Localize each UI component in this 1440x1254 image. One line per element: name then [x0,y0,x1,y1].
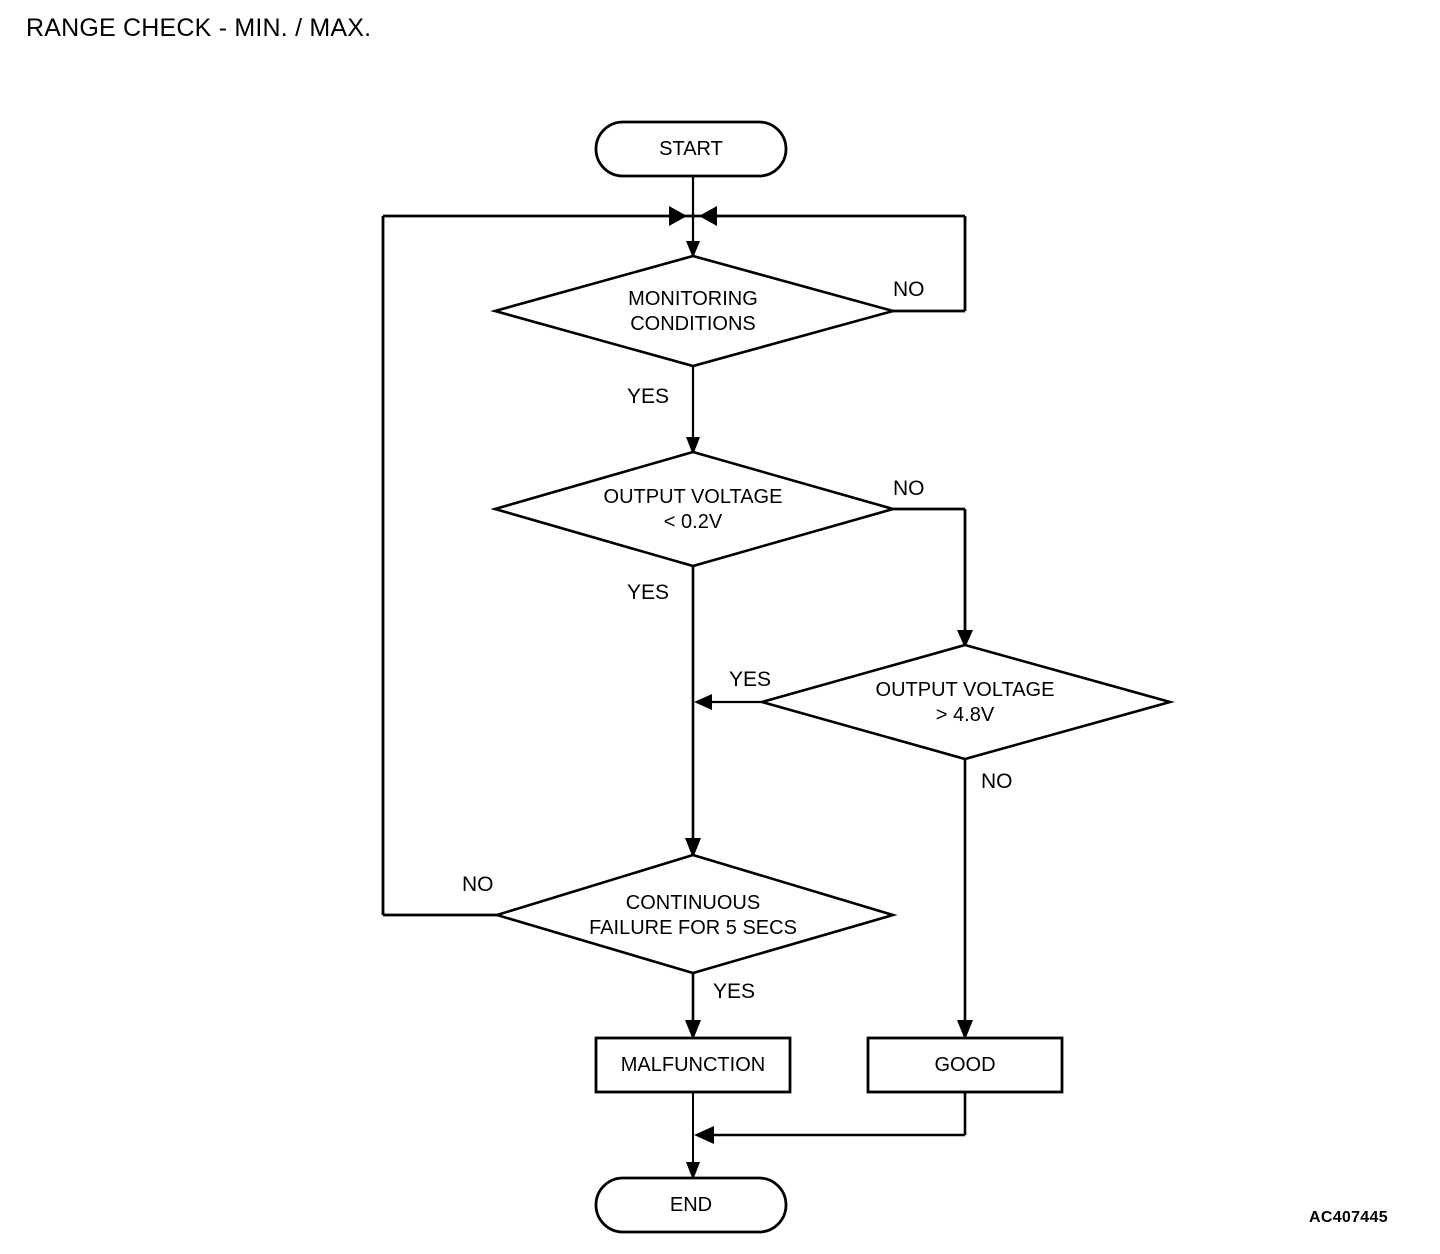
node-start[interactable] [596,122,786,176]
arrowhead-into-good [957,1020,973,1040]
edge-label-volt-low-no: NO [893,477,925,500]
edge-label-monitor-no: NO [893,278,925,301]
arrowhead-into-monitor [686,241,700,258]
page-title: RANGE CHECK - MIN. / MAX. [26,14,372,42]
arrowhead-into-cont-fail [685,838,701,858]
arrowhead-volt-high-yes [694,694,712,710]
node-cont-fail[interactable] [497,855,893,973]
node-malfunction-shape [594,1036,792,1094]
arrowhead-into-volt-high [957,630,973,648]
edge-label-cont-fail-yes: YES [713,980,756,1003]
edge-label-cont-fail-no: NO [462,873,494,896]
node-monitor[interactable] [495,256,893,366]
node-malfunction[interactable] [596,1038,790,1092]
node-good[interactable] [868,1038,1062,1092]
arrowhead-good-merge [694,1126,714,1144]
node-good-shape [866,1036,1064,1094]
node-volt-high[interactable] [762,645,1170,759]
arrowhead-into-volt-low [686,437,700,455]
edge-label-monitor-yes: YES [627,385,670,408]
node-end[interactable] [596,1178,786,1232]
edge-label-volt-high-no: NO [981,770,1013,793]
node-volt-low[interactable] [495,452,893,566]
arrowhead-loopback-from-left [669,206,687,226]
arrowhead-loopback-from-right [699,206,717,226]
edge-label-volt-low-yes: YES [627,581,670,604]
arrowhead-into-malfunction [685,1020,701,1040]
node-end-shape [594,1176,788,1234]
arrowhead-into-end [686,1162,700,1180]
edge-label-volt-high-yes: YES [729,668,772,691]
reference-code: AC407445 [1309,1209,1388,1226]
node-start-shape [594,120,788,178]
